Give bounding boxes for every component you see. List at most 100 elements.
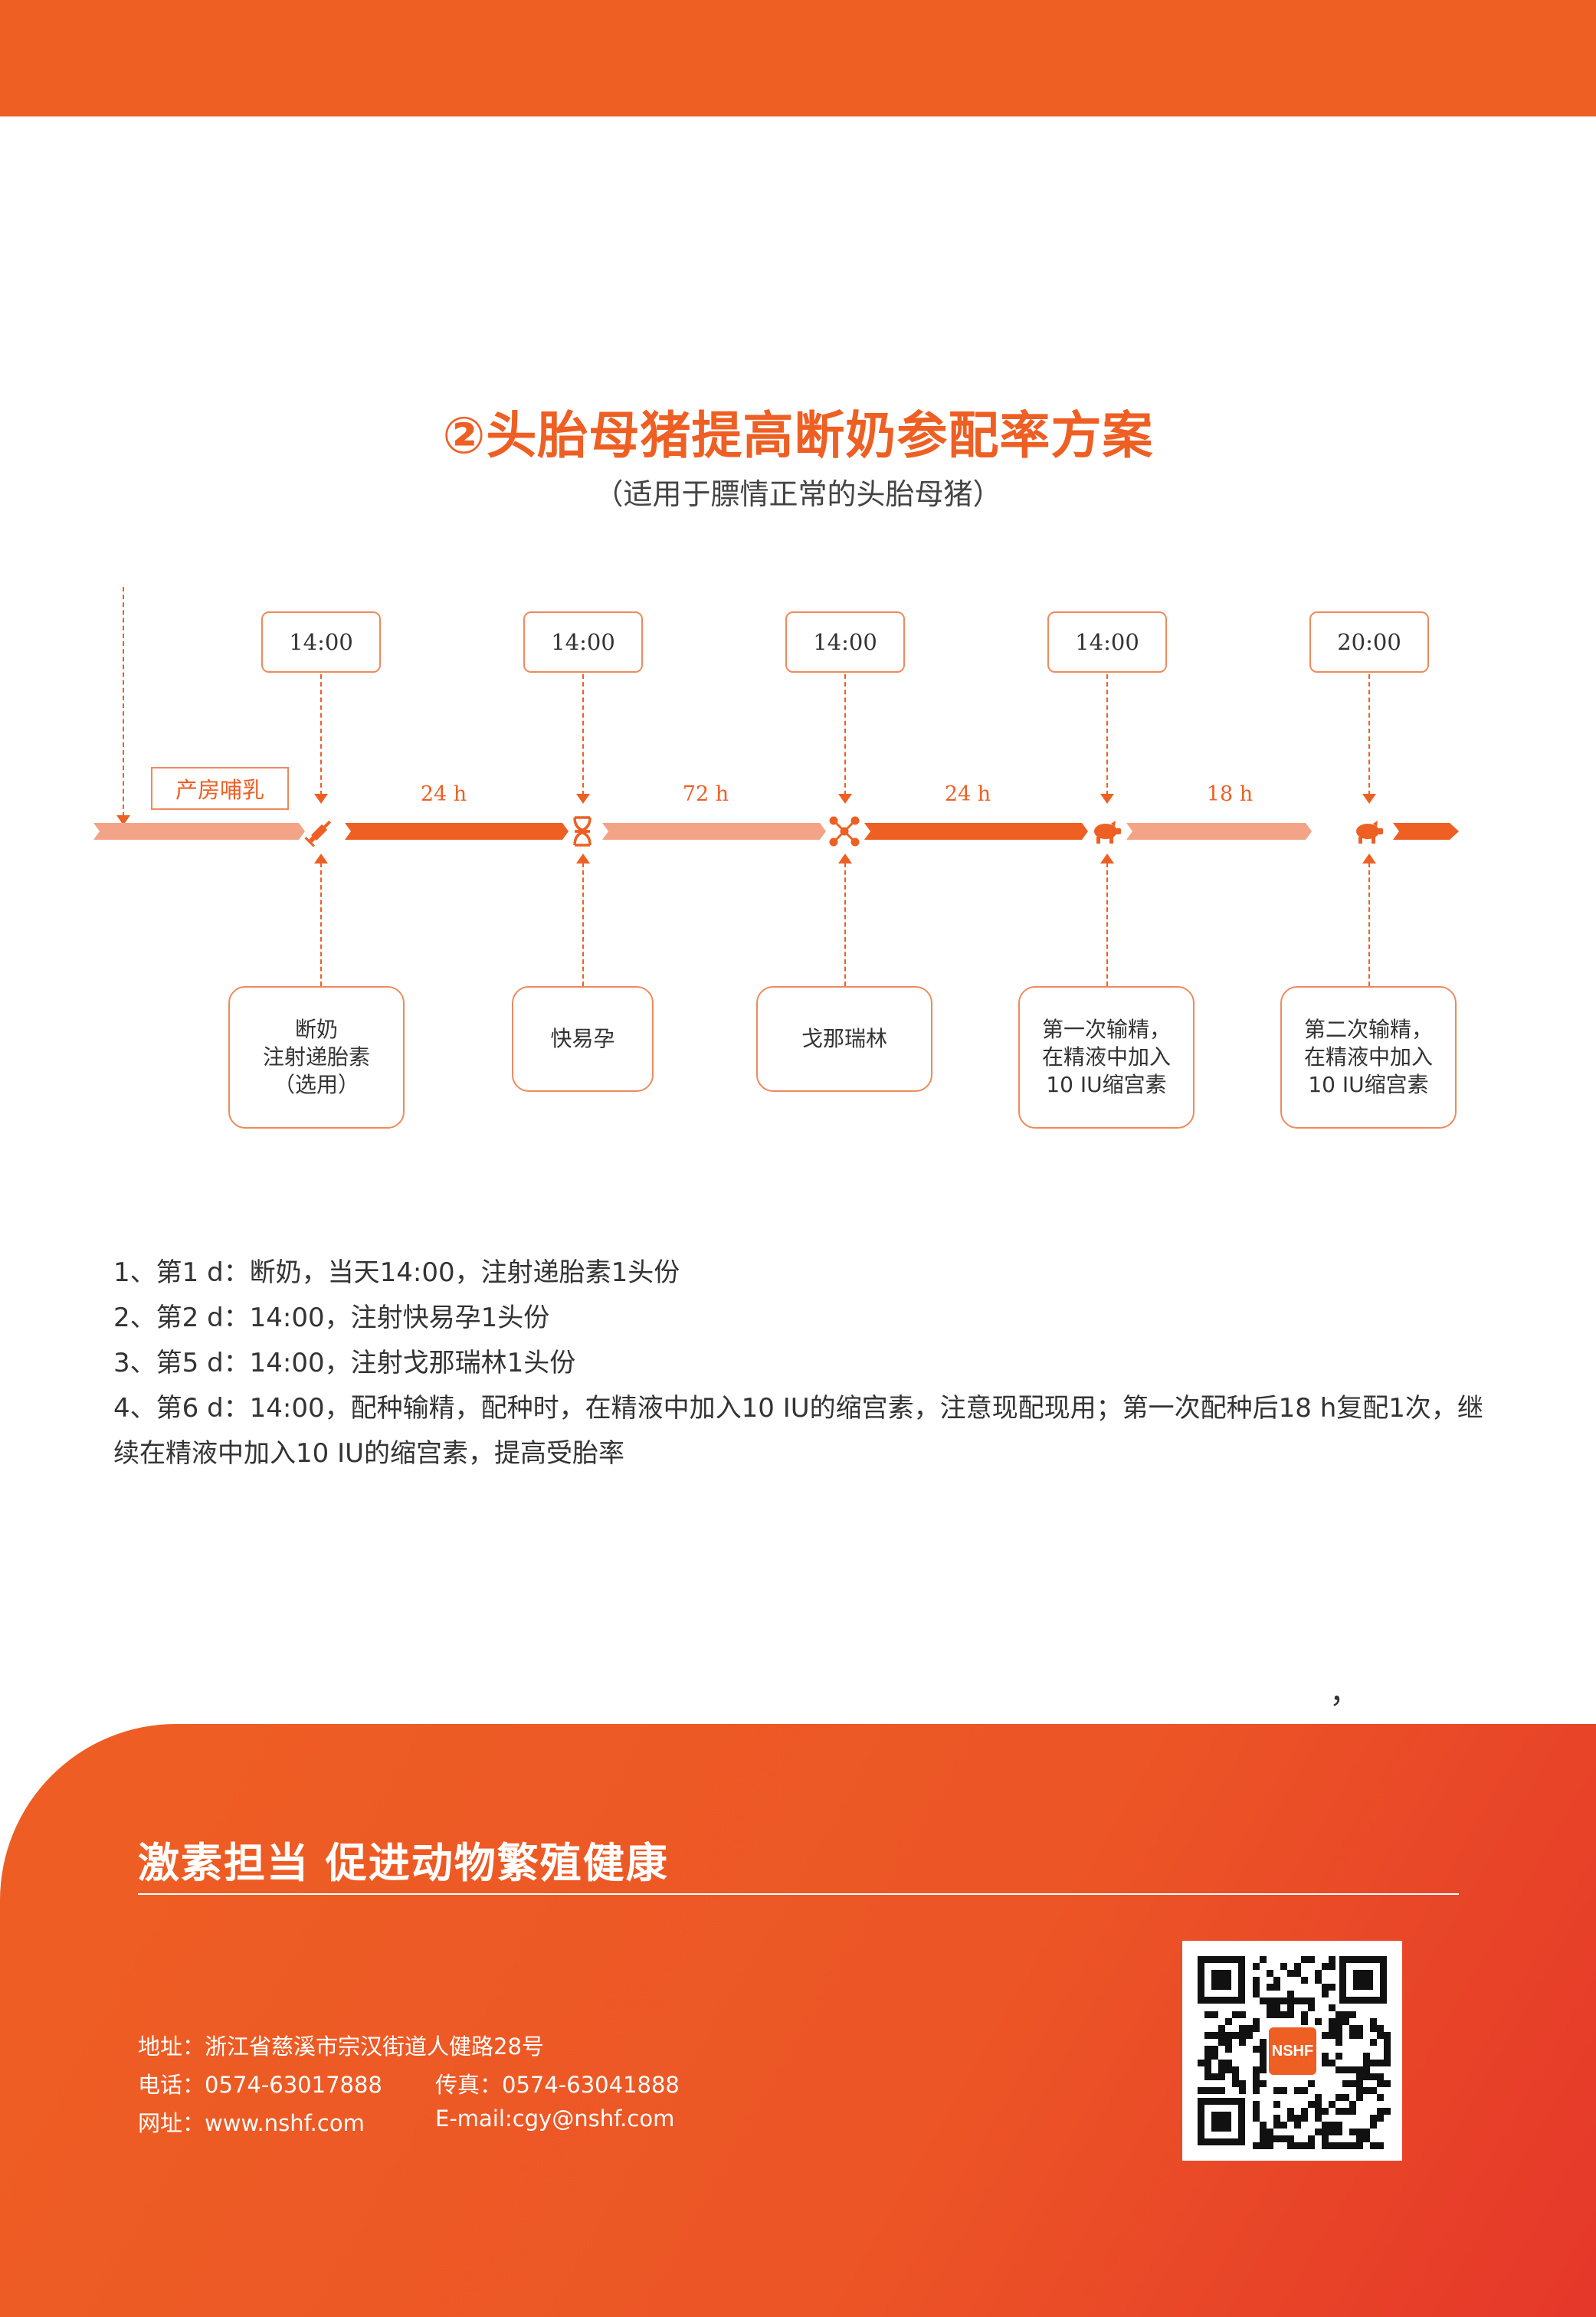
time-box-2: 14:00 <box>523 611 643 673</box>
qr-module <box>1225 2039 1232 2046</box>
qr-module <box>1370 2087 1377 2094</box>
connector-top-arrow-4 <box>1100 794 1114 804</box>
qr-module <box>1335 2032 1342 2039</box>
timeline-segment-end <box>1393 823 1459 840</box>
connector-bottom-arrow-1 <box>314 854 328 864</box>
qr-module <box>1273 1984 1280 1991</box>
pig-icon <box>1090 814 1123 848</box>
note-item: 4、第6 d：14:00，配种输精，配种时，在精液中加入10 IU的缩宫素，注意… <box>113 1393 1483 1469</box>
qr-module <box>1225 2018 1232 2025</box>
qr-module <box>1287 2108 1294 2115</box>
qr-module <box>1218 2073 1225 2080</box>
step-box-kuaiyiyun: 快易孕 <box>512 986 654 1092</box>
qr-module <box>1211 2087 1218 2094</box>
qr-module <box>1273 2135 1280 2142</box>
time-box-4: 14:00 <box>1047 611 1167 673</box>
timeline-segment-4 <box>1126 823 1312 840</box>
qr-module <box>1322 2122 1329 2129</box>
qr-module <box>1287 2115 1294 2122</box>
qr-module <box>1384 2046 1391 2053</box>
connector-bottom-1 <box>320 863 322 986</box>
qr-module <box>1273 2115 1280 2122</box>
qr-module <box>1335 2025 1342 2032</box>
qr-module <box>1322 2053 1329 2060</box>
qr-module <box>1377 2108 1384 2115</box>
connector-bottom-3 <box>844 863 846 986</box>
qr-module <box>1377 2080 1384 2087</box>
connector-bottom-arrow-2 <box>576 854 590 864</box>
connector-top-3 <box>844 674 846 795</box>
step-line: 注射递胎素 <box>262 1044 370 1070</box>
qr-module <box>1232 2073 1239 2080</box>
qr-module <box>1253 2108 1260 2115</box>
step-line: 快易孕 <box>550 1026 615 1051</box>
step-line: 第一次输精， <box>1041 1017 1171 1042</box>
qr-module <box>1204 2087 1211 2094</box>
qr-module <box>1315 2094 1322 2101</box>
qr-module <box>1335 2011 1342 2018</box>
qr-module <box>1363 2073 1370 2080</box>
qr-module <box>1218 2032 1225 2039</box>
footer-website[interactable]: 网址：www.nshf.com <box>138 2110 365 2136</box>
time-box-1: 14:00 <box>261 611 381 673</box>
qr-module <box>1225 2060 1232 2066</box>
qr-module <box>1225 2066 1232 2073</box>
qr-module <box>1356 2129 1363 2135</box>
qr-module <box>1294 1997 1301 2004</box>
qr-module <box>1253 1963 1260 1970</box>
qr-module <box>1349 2101 1356 2108</box>
qr-module <box>1377 2142 1384 2149</box>
timeline-segment-2 <box>602 823 826 840</box>
qr-module <box>1308 1997 1315 2004</box>
qr-module <box>1370 2115 1377 2122</box>
note-item: 3、第5 d：14:00，注射戈那瑞林1头份 <box>113 1348 576 1378</box>
step-line: 第二次输精， <box>1303 1017 1433 1042</box>
qr-module <box>1267 2129 1273 2135</box>
qr-module <box>1273 2011 1280 2018</box>
qr-module <box>1239 2087 1246 2094</box>
qr-module <box>1377 2094 1384 2101</box>
qr-module <box>1363 2053 1370 2060</box>
qr-module <box>1322 2135 1329 2142</box>
qr-code[interactable]: NSHF <box>1182 1941 1402 2161</box>
qr-module <box>1308 2135 1315 2142</box>
qr-module <box>1301 1956 1308 1963</box>
connector-bottom-arrow-4 <box>1100 854 1114 864</box>
step-line: （选用） <box>273 1072 359 1097</box>
qr-module <box>1198 2087 1204 2094</box>
step-box-first-insemination: 第一次输精， 在精液中加入 10 IU缩宫素 <box>1018 986 1195 1129</box>
qr-module <box>1356 2135 1363 2142</box>
qr-module <box>1225 2046 1232 2053</box>
footer-email[interactable]: E-mail:cgy@nshf.com <box>435 2106 675 2132</box>
qr-module <box>1370 2073 1377 2080</box>
qr-module <box>1267 2011 1273 2018</box>
qr-module <box>1349 2011 1356 2018</box>
qr-module <box>1260 1956 1267 1963</box>
qr-module <box>1294 2087 1301 2094</box>
footer-fax: 传真：0574-63041888 <box>435 2072 680 2098</box>
qr-module <box>1335 2066 1342 2073</box>
qr-module <box>1356 2142 1363 2149</box>
qr-module <box>1329 2122 1335 2129</box>
qr-module <box>1267 2135 1273 2142</box>
qr-module <box>1370 2142 1377 2149</box>
qr-module <box>1287 1997 1294 2004</box>
qr-module <box>1287 1970 1294 1977</box>
connector-bottom-5 <box>1368 863 1370 986</box>
qr-module <box>1287 1991 1294 1997</box>
qr-module <box>1253 2080 1260 2087</box>
qr-module <box>1363 2129 1370 2135</box>
start-arrow <box>116 815 130 825</box>
qr-module <box>1218 2087 1225 2094</box>
qr-module <box>1308 1956 1315 1963</box>
qr-module <box>1267 1997 1273 2004</box>
qr-module <box>1294 1963 1301 1970</box>
qr-module <box>1377 2115 1384 2122</box>
qr-module <box>1322 1984 1329 1991</box>
qr-module <box>1260 2046 1267 2053</box>
connector-top-arrow-3 <box>838 794 852 804</box>
qr-module <box>1335 2108 1342 2115</box>
qr-module <box>1370 2122 1377 2129</box>
qr-module <box>1363 2060 1370 2066</box>
qr-module <box>1356 2032 1363 2039</box>
